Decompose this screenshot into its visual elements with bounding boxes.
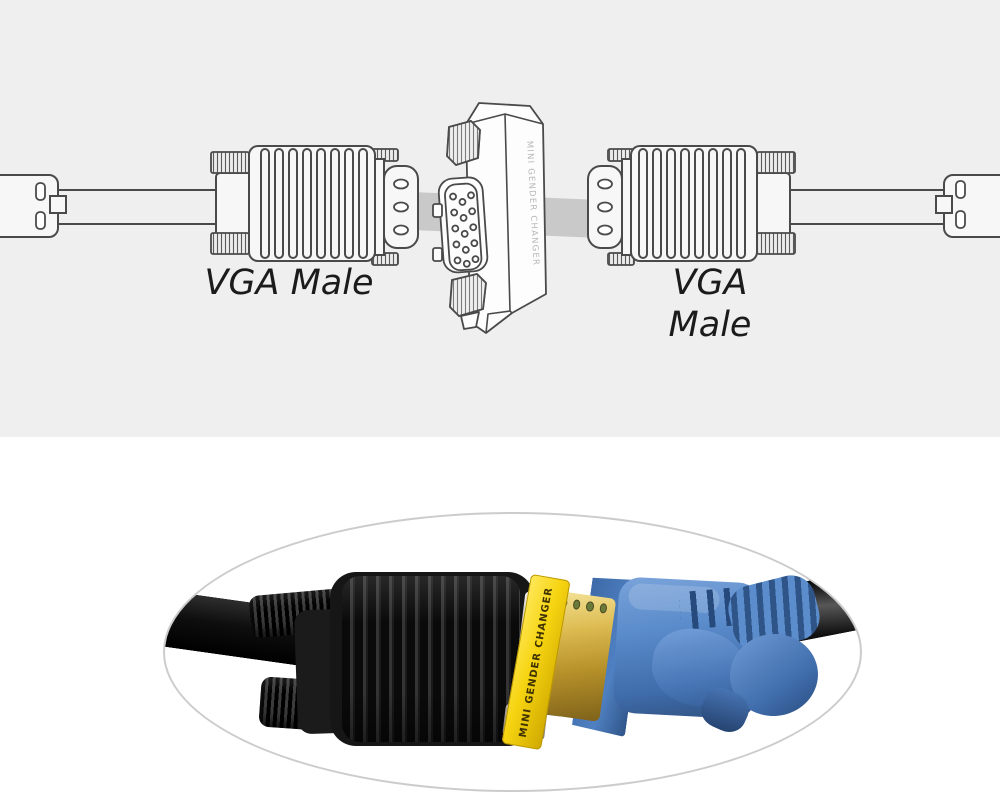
photo-black-vga-connector-hood (330, 572, 534, 746)
adapter-bottom-thumbscrew-art (449, 273, 487, 330)
diagram-section: MINI GENDER CHANGER VGA Male VGA Male (0, 0, 1000, 437)
left-cable-end-art (0, 174, 221, 238)
photo-hood-ribs (342, 576, 520, 742)
photo-ellipse-frame: MINI GENDER CHANGER (163, 512, 862, 792)
vga-gender-changer-adapter-art: MINI GENDER CHANGER (432, 102, 547, 334)
right-vga-male-connector-art (587, 145, 949, 266)
photo-section: MINI GENDER CHANGER (0, 437, 1000, 795)
adapter-top-thumbscrew-art (446, 119, 481, 167)
left-vga-male-connector-art (210, 145, 419, 266)
adapter-female-port-art (437, 176, 489, 274)
right-cable-end-art (935, 174, 1000, 238)
vga-male-label-right: VGA Male (668, 263, 752, 345)
vga-coupler-diagram: MINI GENDER CHANGER (0, 102, 1000, 334)
vga-male-label-left: VGA Male (204, 263, 374, 303)
